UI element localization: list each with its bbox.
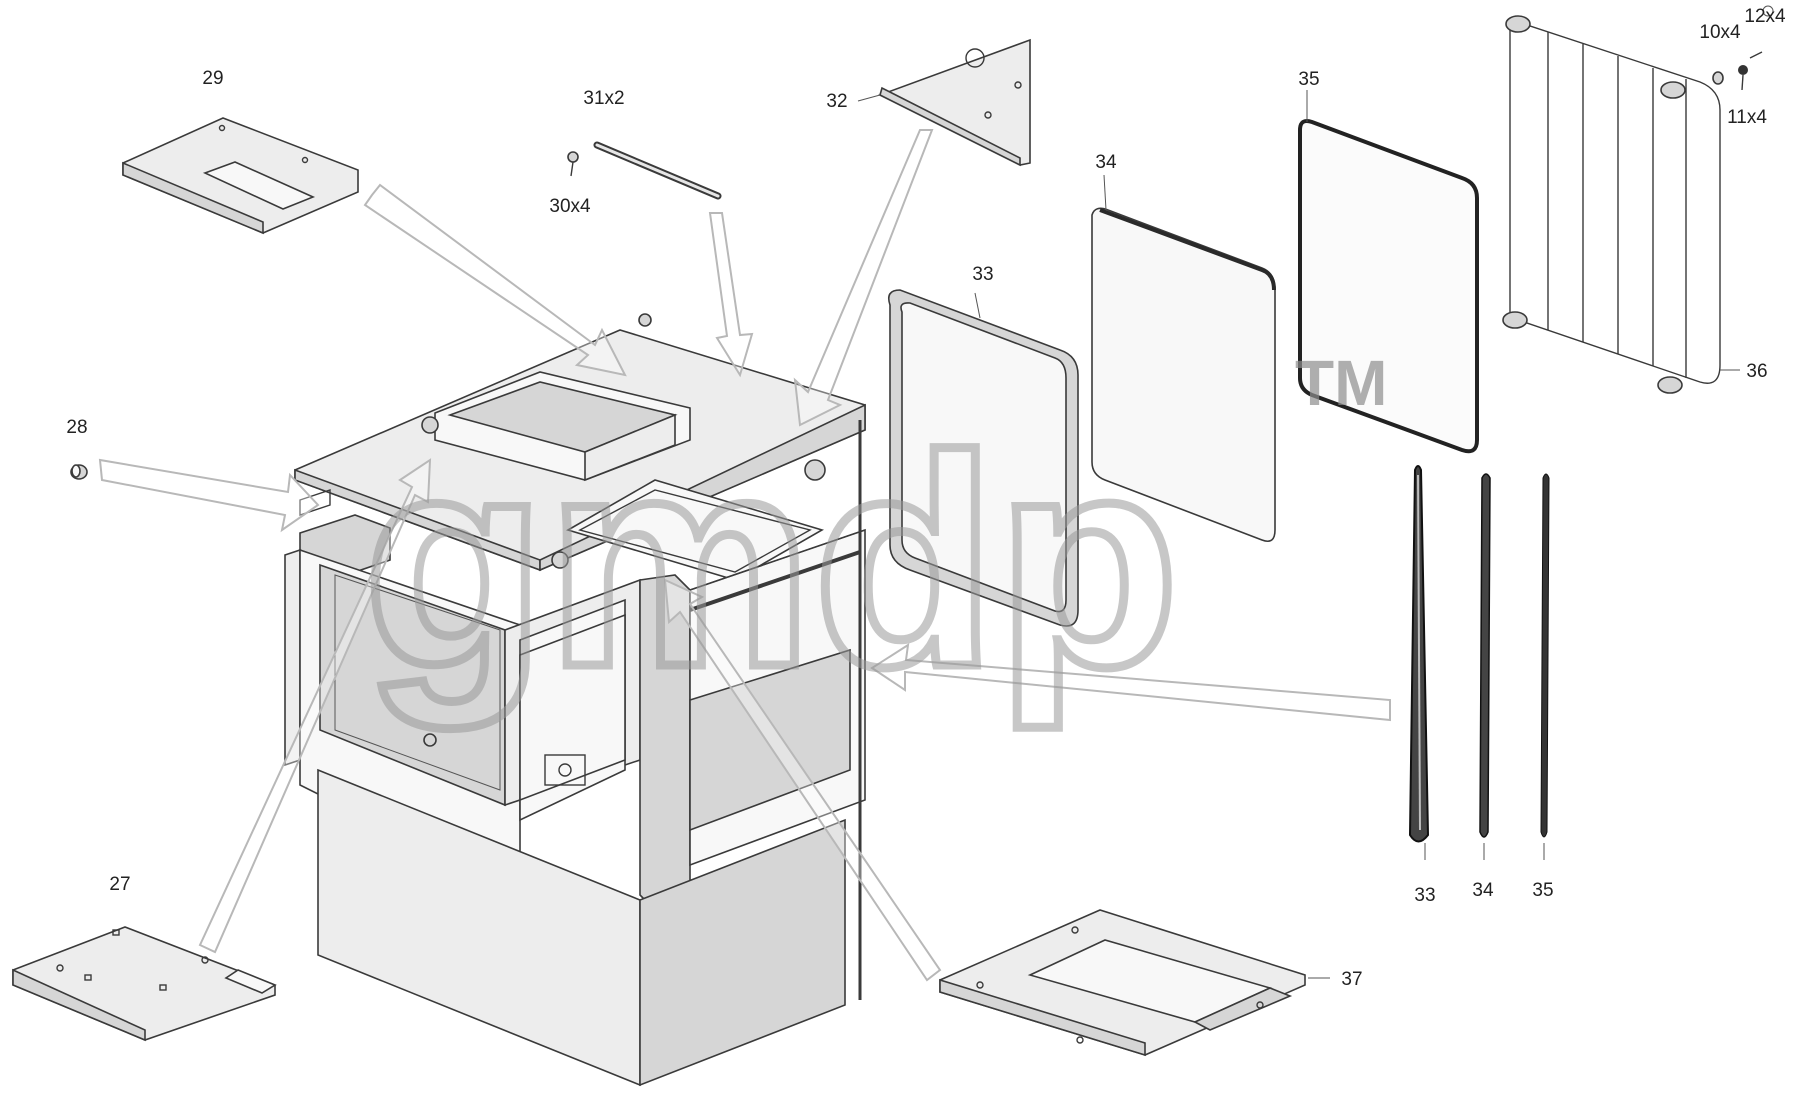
callout-35-top: 35 — [1298, 69, 1319, 90]
part-36-guard-grille — [1502, 15, 1721, 394]
callout-31: 31x2 — [583, 88, 624, 109]
callout-37: 37 — [1341, 969, 1362, 990]
callout-32: 32 — [826, 91, 847, 112]
part-31-rod — [593, 141, 722, 200]
part-29-roof-panel — [122, 117, 359, 235]
part-28-plug — [70, 464, 88, 480]
callout-33-top: 33 — [972, 264, 993, 285]
callout-27: 27 — [109, 874, 130, 895]
watermark-tm: TM — [1295, 347, 1387, 419]
watermark-text: gmdp — [363, 393, 1180, 731]
callout-34-top: 34 — [1095, 152, 1117, 173]
callout-33-bottom: 33 — [1414, 885, 1435, 906]
callout-28: 28 — [66, 417, 87, 438]
seal-profile-35 — [1540, 473, 1550, 838]
callout-29: 29 — [202, 68, 223, 89]
callout-30: 30x4 — [549, 196, 591, 217]
part-34-glass-pane — [1091, 207, 1276, 543]
callout-34-bottom: 34 — [1472, 880, 1494, 901]
part-33-window-seal-frame — [887, 289, 1079, 627]
seal-profile-34 — [1479, 473, 1491, 838]
part-30-screw — [567, 151, 579, 177]
callout-10: 10x4 — [1699, 22, 1741, 43]
callout-35-bottom: 35 — [1532, 880, 1553, 901]
assembly-arrows — [98, 129, 1391, 982]
part-37-floor-plate — [939, 909, 1306, 1057]
callout-12: 12x4 — [1744, 6, 1786, 27]
seal-profile-33 — [1408, 465, 1430, 843]
part-35-glass-seal — [1298, 119, 1479, 454]
gmdp-watermark: gmdp TM — [359, 347, 1388, 735]
cab-frame — [284, 313, 866, 1087]
callout-11: 11x4 — [1727, 107, 1767, 128]
fastener-parts — [1712, 5, 1774, 91]
part-32-corner-plate — [877, 38, 1031, 167]
callout-36: 36 — [1746, 361, 1767, 382]
part-27-floor-plate — [12, 926, 277, 1042]
